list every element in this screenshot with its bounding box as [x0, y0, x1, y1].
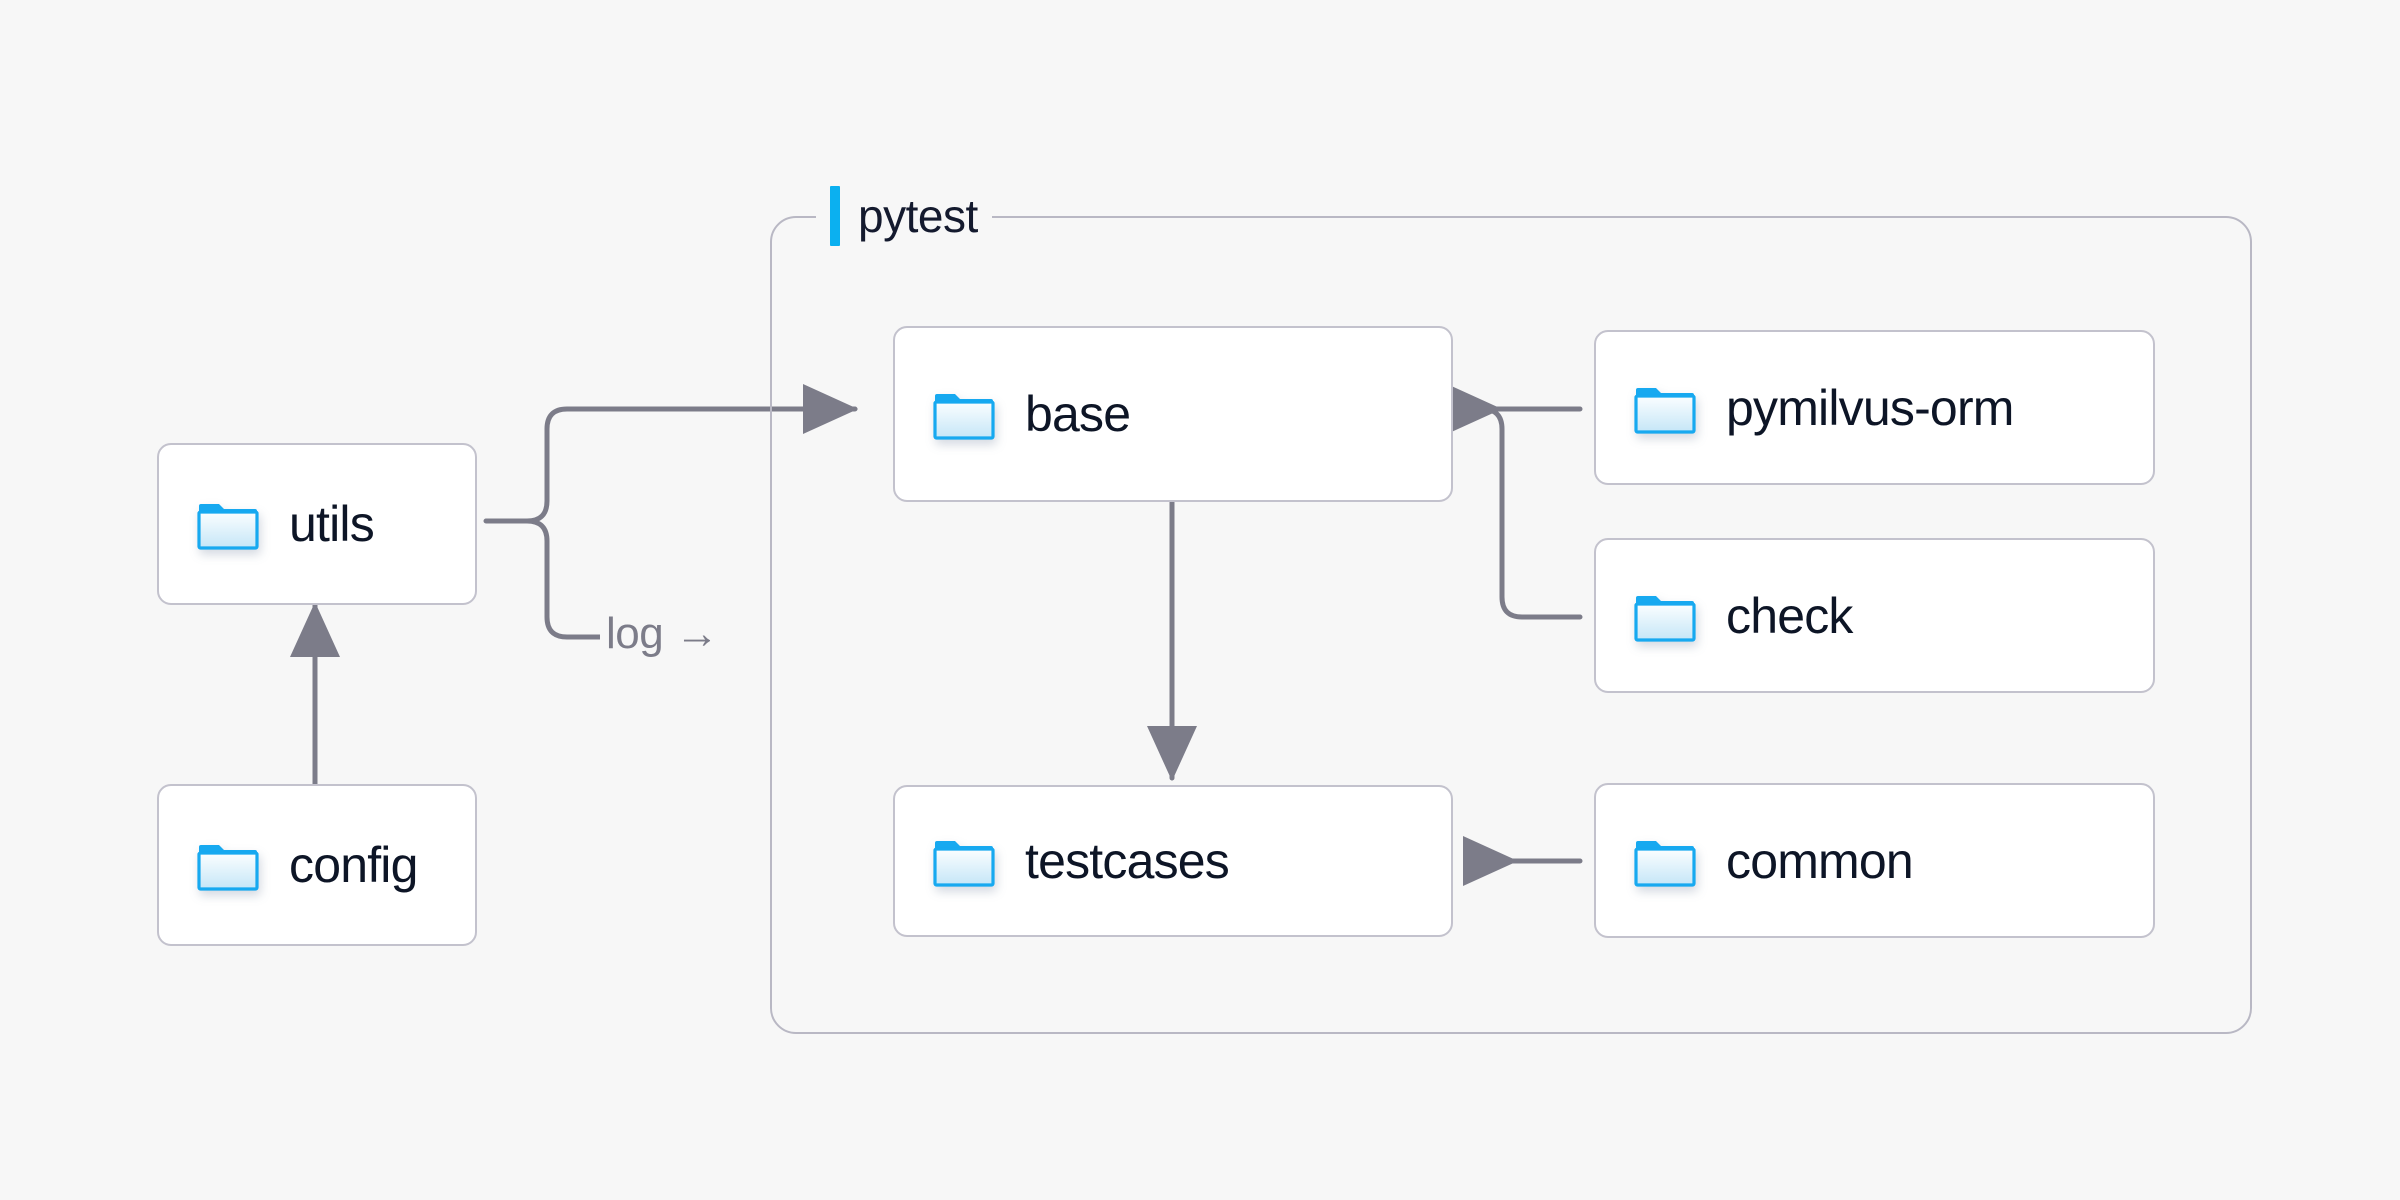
node-pymilvus-orm[interactable]: pymilvus-orm [1594, 330, 2155, 485]
node-testcases[interactable]: testcases [893, 785, 1453, 937]
node-base[interactable]: base [893, 326, 1453, 502]
folder-icon [1634, 590, 1696, 642]
vertical-bar-accent-icon [830, 186, 840, 246]
group-title: pytest [858, 190, 978, 242]
node-label: check [1726, 587, 1853, 644]
node-config[interactable]: config [157, 784, 477, 946]
folder-icon [197, 839, 259, 891]
group-label-pytest[interactable]: pytest [816, 186, 992, 246]
node-label: utils [289, 496, 375, 552]
node-label: base [1025, 386, 1131, 442]
folder-icon [1634, 382, 1696, 434]
folder-icon [933, 835, 995, 887]
node-label: config [289, 837, 418, 893]
node-label: testcases [1025, 833, 1230, 889]
folder-icon [197, 498, 259, 550]
folder-icon [933, 388, 995, 440]
node-check[interactable]: check [1594, 538, 2155, 693]
folder-icon [1634, 835, 1696, 887]
edge-utils-to-log [524, 518, 603, 640]
edge-check-to-base [1446, 384, 1583, 620]
node-utils[interactable]: utils [157, 443, 477, 605]
node-label: pymilvus-orm [1726, 379, 2014, 436]
node-common[interactable]: common [1594, 783, 2155, 938]
edge-label-log: log → [600, 609, 725, 659]
group-container-pytest[interactable] [770, 216, 2252, 1034]
node-label: common [1726, 832, 1914, 889]
